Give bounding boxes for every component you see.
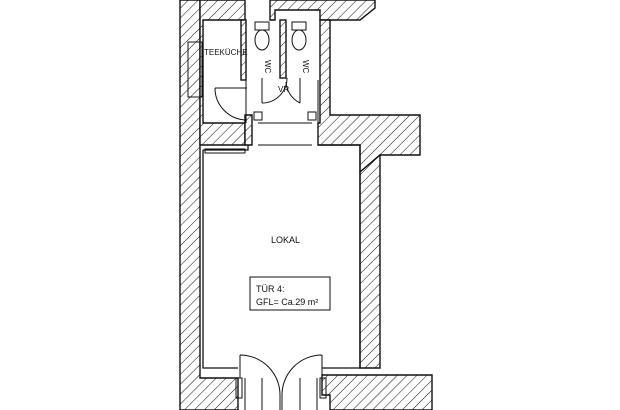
room-label-teekueche: TEEKÜCHE (204, 48, 248, 57)
door-jamb-right (307, 111, 317, 121)
wc1-door (261, 77, 288, 104)
vr-corridor (245, 80, 319, 145)
info-box-frame (249, 276, 331, 311)
entrance-door-left (239, 354, 281, 410)
left-outer-wall (179, 0, 239, 410)
toilets (254, 21, 307, 51)
room-outlines (187, 41, 361, 369)
wc-partition (279, 19, 287, 79)
toilet-1-icon (254, 21, 270, 51)
toilet-2-icon (291, 21, 307, 51)
kitchen-counter (187, 41, 203, 98)
room-label-wc2: WC (301, 60, 310, 74)
entrance-door-right (281, 354, 323, 410)
walls (179, 0, 433, 410)
doors (214, 77, 327, 410)
info-box-line2: GFL= Ca.29 m² (256, 297, 318, 307)
room-label-lokal: LOKAL (271, 235, 300, 245)
lokal-outline (202, 144, 361, 369)
top-middle-wall (269, 0, 376, 21)
info-box-line1: TÜR 4: (256, 284, 285, 294)
bottom-right-wall (321, 374, 433, 410)
right-upper-wall (317, 19, 421, 174)
right-lokal-wall (359, 153, 381, 369)
kitchen-door (214, 87, 248, 121)
room-label-wc1: WC (263, 60, 272, 74)
wc2-door (285, 78, 301, 104)
entrance-post-left (235, 377, 243, 399)
room-label-vr: VR (278, 85, 289, 94)
entrance-post-right (319, 377, 327, 399)
kitchen-wc-partition (240, 19, 247, 81)
shelf (204, 148, 246, 154)
labels: TEEKÜCHE WC WC VR LOKAL TÜR 4: GFL= Ca.2… (204, 48, 318, 307)
door-jamb-left (253, 111, 263, 121)
top-left-wall (199, 0, 246, 146)
